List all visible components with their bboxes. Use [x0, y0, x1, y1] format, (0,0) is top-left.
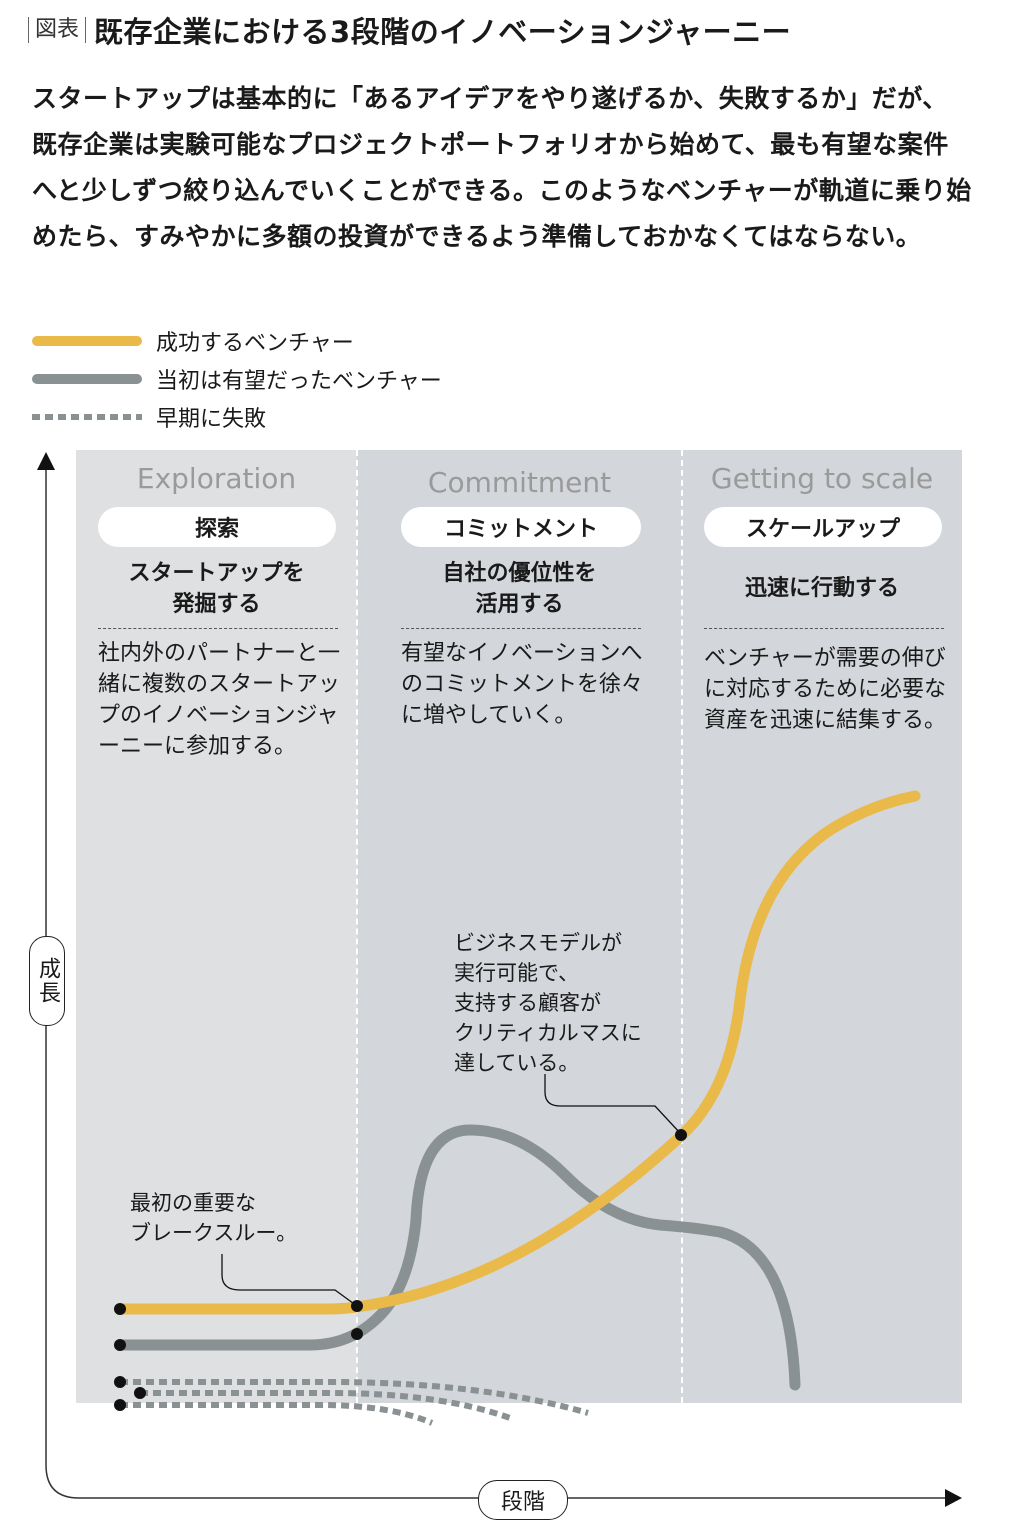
- leader-line-critical-mass: [544, 1074, 682, 1135]
- chart-area: Exploration 探索 スタートアップを 発掘する 社内外のパートナーと一…: [0, 440, 1014, 1532]
- lead-paragraph: スタートアップは基本的に「あるアイデアをやり遂げるか、失敗するか」だが、既存企業…: [32, 84, 972, 251]
- legend-swatch-yellow: [32, 336, 142, 346]
- marker-dots: [114, 1129, 687, 1411]
- y-axis-label: 成長: [29, 936, 65, 1026]
- legend-label: 当初は有望だったベンチャー: [156, 369, 442, 394]
- stage-heading: スタートアップを 発掘する: [128, 561, 305, 617]
- stage-description: ベンチャーが需要の伸びに対応するために必要な資産を迅速に結集する。: [704, 646, 947, 733]
- figure-main-title: 既存企業における3段階のイノベーションジャーニー: [94, 15, 792, 49]
- stage-divider: [681, 450, 683, 1403]
- legend-swatch-dashed: [32, 414, 142, 420]
- stage-column-exploration: [76, 450, 357, 1403]
- legend-item-promising: 当初は有望だったベンチャー: [32, 360, 442, 398]
- legend-label: 早期に失敗: [156, 407, 267, 432]
- stage-separator: [704, 628, 944, 629]
- annotation-breakthrough: 最初の重要な ブレークスルー。: [130, 1191, 298, 1245]
- stage-divider: [356, 450, 358, 1403]
- stage-column-scale: [682, 450, 962, 1403]
- stage-heading: 迅速に行動する: [744, 576, 899, 601]
- series-promising: [114, 1124, 801, 1391]
- stage-heading: 自社の優位性を 活用する: [442, 561, 597, 617]
- stage-description: 社内外のパートナーと一緒に複数のスタートアップのイノベーションジャーニーに参加す…: [98, 641, 341, 759]
- figure-tag: 図表: [28, 17, 87, 43]
- legend-label: 成功するベンチャー: [156, 331, 354, 356]
- stage-separator: [401, 628, 641, 629]
- stage-pill: スケールアップ: [704, 507, 942, 547]
- y-axis-arrow-icon: [37, 452, 55, 470]
- x-axis-arrow-icon: [945, 1489, 962, 1507]
- series-success: [114, 790, 921, 1315]
- stage-description: 有望なイノベーションへのコミットメントを徐々に増やしていく。: [401, 641, 644, 728]
- stage-pill: コミットメント: [401, 507, 641, 547]
- figure-title: 図表 既存企業における3段階のイノベーションジャーニー: [28, 10, 791, 50]
- annotation-critical-mass: ビジネスモデルが 実行可能で、 支持する顧客が クリティカルマスに 達している。: [454, 931, 642, 1075]
- stage-pill: 探索: [98, 507, 336, 547]
- series-early-failure: [120, 1379, 589, 1426]
- stage-en-label: Exploration: [136, 462, 297, 495]
- chart-svg: [37, 452, 962, 1507]
- legend: 成功するベンチャー 当初は有望だったベンチャー 早期に失敗: [32, 322, 442, 436]
- legend-item-success: 成功するベンチャー: [32, 322, 442, 360]
- legend-swatch-gray: [32, 374, 142, 384]
- stage-en-label: Commitment: [427, 466, 612, 499]
- leader-line-breakthrough: [221, 1254, 358, 1307]
- stage-separator: [98, 628, 338, 629]
- x-axis-label: 段階: [478, 1480, 568, 1520]
- legend-item-early-failure: 早期に失敗: [32, 398, 442, 436]
- y-axis-line: [45, 462, 945, 1499]
- stage-en-label: Getting to scale: [710, 462, 934, 495]
